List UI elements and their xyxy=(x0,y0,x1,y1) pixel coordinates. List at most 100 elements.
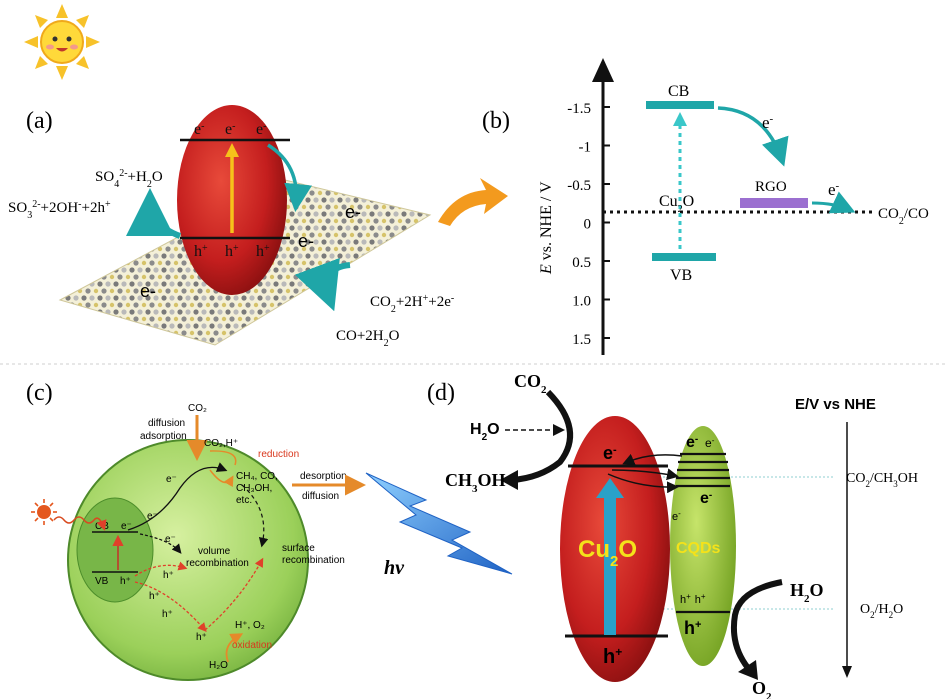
d-couple2-label: O2/H2O xyxy=(860,602,903,620)
c-products-line-2: CH₃OH, xyxy=(236,483,272,494)
rgo-to-co2-arrow xyxy=(811,191,856,214)
co2-reduction-arrow xyxy=(511,389,574,483)
y-tick-label: 0 xyxy=(584,217,592,233)
cb-electron-1: e xyxy=(194,121,201,138)
cu2o-d-e-label: e- xyxy=(603,443,617,463)
sheet-electron-3: e- xyxy=(140,281,156,301)
cqds-energy-levels xyxy=(676,452,730,614)
c-e-label-1: e⁻ xyxy=(166,474,177,485)
sun-icon xyxy=(24,4,100,80)
c-e-label-3: e⁻ xyxy=(165,534,176,545)
panel-d: (d) e- h+ Cu2O CQDs e- e- e- e- h+h+ h xyxy=(427,371,918,699)
c-reduction-arrow xyxy=(209,450,237,466)
c-co2h-label: CO₂,H⁺ xyxy=(204,438,238,449)
lightning-bolt-icon xyxy=(365,472,513,575)
y-tick-label: -1.5 xyxy=(567,101,591,117)
svg-text:e-: e- xyxy=(225,121,235,139)
d-energy-axis-arrowhead xyxy=(842,666,852,678)
reduction-product-label: CO+2H2O xyxy=(336,328,400,349)
cu2o-d-label: Cu2O xyxy=(578,536,637,570)
rgo-label: RGO xyxy=(755,179,787,195)
c-hplus-o2-label: H⁺, O₂ xyxy=(235,620,265,631)
panel-d-label: (d) xyxy=(427,380,455,406)
inner-e-label: e⁻ xyxy=(121,521,132,532)
sheet-electron-1: e- xyxy=(345,202,361,222)
c-hole-path-3 xyxy=(204,557,264,631)
co2-co-couple-label: CO2/CO xyxy=(878,206,929,227)
y-tick-label: 1.0 xyxy=(572,294,591,310)
hv-label: hv xyxy=(384,557,405,579)
c-oxidation-label: oxidation xyxy=(232,640,272,651)
panel-b-label: (b) xyxy=(482,108,510,134)
svg-text:e-: e- xyxy=(194,121,204,139)
y-axis-arrowhead xyxy=(592,58,614,82)
inner-vb-label: VB xyxy=(95,576,109,587)
c-surface-rec-1: surface xyxy=(282,543,315,554)
excitation-arrowhead xyxy=(225,143,239,157)
cu2o-to-cqd-arrow-2 xyxy=(607,473,679,494)
vb-hole-2: h xyxy=(225,243,233,260)
cu2o-d-h-label: h+ xyxy=(603,645,622,668)
cqds-h-label: h+ xyxy=(684,618,701,638)
c-product-arrow xyxy=(209,469,234,488)
cqds-label: CQDs xyxy=(676,540,721,557)
cb-label: CB xyxy=(668,83,689,100)
cqds-h-small: h+h+ xyxy=(680,592,706,607)
c-oxidation-arrow xyxy=(225,633,244,663)
c-products-line-3: etc. xyxy=(236,495,252,506)
cu2o-excitation-arrowhead xyxy=(673,112,687,126)
cu2o-excitation-bar xyxy=(604,495,616,635)
c-h-label-2: h⁺ xyxy=(149,591,160,602)
cb-level xyxy=(646,101,714,109)
cqds-e-top: e- xyxy=(686,434,698,452)
cu2o-label: Cu2O xyxy=(659,193,694,215)
electron-label-2: e- xyxy=(828,180,840,199)
vb-hole-1: h xyxy=(194,243,202,260)
cb-electron-2: e xyxy=(225,121,232,138)
cu2o-to-cqd-arrow-1 xyxy=(611,468,679,481)
y-tick-label: 0.5 xyxy=(572,255,591,271)
d-h2o-right-label: H2O xyxy=(790,580,824,605)
c-volume-rec-2: recombination xyxy=(186,558,249,569)
c-products-line-1: CH₄, CO, xyxy=(236,471,278,482)
cu2o-excitation-arrowhead xyxy=(596,478,624,498)
svg-text:h+: h+ xyxy=(194,243,208,261)
c-h-label-3: h⁺ xyxy=(162,609,173,620)
panel-c-label: (c) xyxy=(26,380,53,406)
c-volume-rec-1: volume xyxy=(198,546,231,557)
light-bolt: hv xyxy=(365,472,513,579)
y-axis-label: E vs. NHE / V xyxy=(538,181,555,275)
cqd-to-cu2o-arrow xyxy=(622,453,683,465)
light-wave xyxy=(53,516,107,531)
c-surface-rec-2: recombination xyxy=(282,555,345,566)
cqds-e-low: e- xyxy=(672,509,681,524)
c-volume-rec-path xyxy=(139,533,182,554)
cqds-e-mid: e- xyxy=(700,490,712,508)
water-oxidation-arrowhead xyxy=(738,660,758,680)
d-co2-label: CO2 xyxy=(514,371,547,396)
c-h-label-4: h⁺ xyxy=(196,632,207,643)
d-o2-label: O2 xyxy=(752,678,772,699)
svg-text:e-: e- xyxy=(256,121,266,139)
y-tick-label: -0.5 xyxy=(567,178,591,194)
c-electron-path xyxy=(127,462,228,531)
inner-h-label: h⁺ xyxy=(120,576,131,587)
c-desorption-label: desorption xyxy=(300,471,347,482)
c-diffusion-label: diffusion xyxy=(148,418,185,429)
d-couple1-label: CO2/CH3OH xyxy=(846,471,918,489)
d-h2o-left-label: H2O xyxy=(470,421,500,443)
y-tick-label: 1.5 xyxy=(572,332,591,348)
vb-hole-3: h xyxy=(256,243,264,260)
oxidation-product-label: SO42-+H2O xyxy=(95,168,163,190)
panel-a: (a) e- e- e- h+ h+ h+ e- e- e- SO42-+H2O… xyxy=(8,105,454,349)
svg-text:h+: h+ xyxy=(256,243,270,261)
c-hole-path-1 xyxy=(134,561,188,577)
electron-label-1: e- xyxy=(762,113,774,132)
c-h2o-label: H₂O xyxy=(209,660,228,671)
inner-particle xyxy=(76,497,154,603)
d-axis-title: E/V vs NHE xyxy=(795,396,876,413)
panel-a-label: (a) xyxy=(26,108,53,134)
sheet-electron-2: e- xyxy=(298,231,314,251)
electron-transfer-arrow xyxy=(267,143,313,212)
